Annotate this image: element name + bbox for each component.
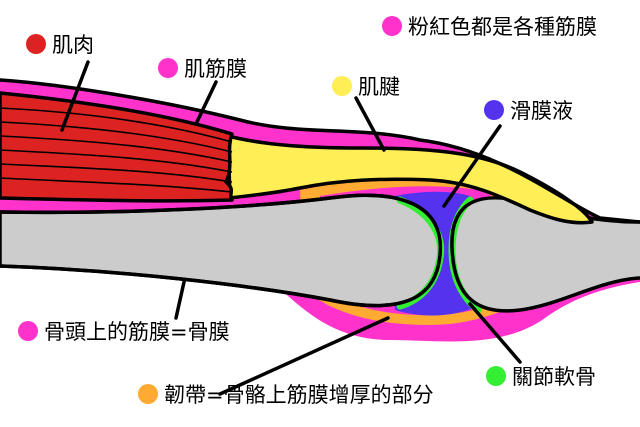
pointer-muscle: [60, 60, 90, 132]
pointer-muscle-fascia: [194, 80, 218, 126]
pointer-synovial: [442, 124, 502, 208]
right-bone: [451, 197, 640, 311]
label-cartilage: 關節軟骨: [512, 365, 596, 389]
dot-muscle: [26, 34, 46, 54]
left-bone-outline: [0, 193, 443, 308]
pointer-cartilage: [468, 302, 522, 364]
dot-pink-note: [382, 16, 402, 36]
muscle-fibers: [0, 107, 233, 193]
label-muscle-fascia: 肌筋膜: [184, 57, 247, 81]
pointer-lines: [60, 60, 522, 396]
label-tendon: 肌腱: [358, 75, 400, 99]
fascia-outline: [0, 78, 640, 224]
dot-cartilage: [486, 366, 506, 386]
dot-ligament: [138, 384, 158, 404]
dot-synovial: [484, 100, 504, 120]
label-pink-note: 粉紅色都是各種筋膜: [408, 15, 597, 39]
dot-periosteum: [18, 321, 38, 341]
pointer-ligament: [218, 316, 390, 396]
pointer-tendon: [354, 96, 386, 152]
tendon-shape: [226, 134, 594, 225]
pointer-periosteum: [174, 280, 186, 320]
label-synovial-fluid: 滑膜液: [510, 99, 573, 123]
label-muscle: 肌肉: [52, 33, 94, 57]
label-periosteum: 骨頭上的筋膜=骨膜: [44, 320, 230, 344]
label-ligament: 韌帶=骨骼上筋膜增厚的部分: [164, 383, 434, 407]
dot-muscle-fascia: [158, 58, 178, 78]
dot-tendon: [332, 76, 352, 96]
